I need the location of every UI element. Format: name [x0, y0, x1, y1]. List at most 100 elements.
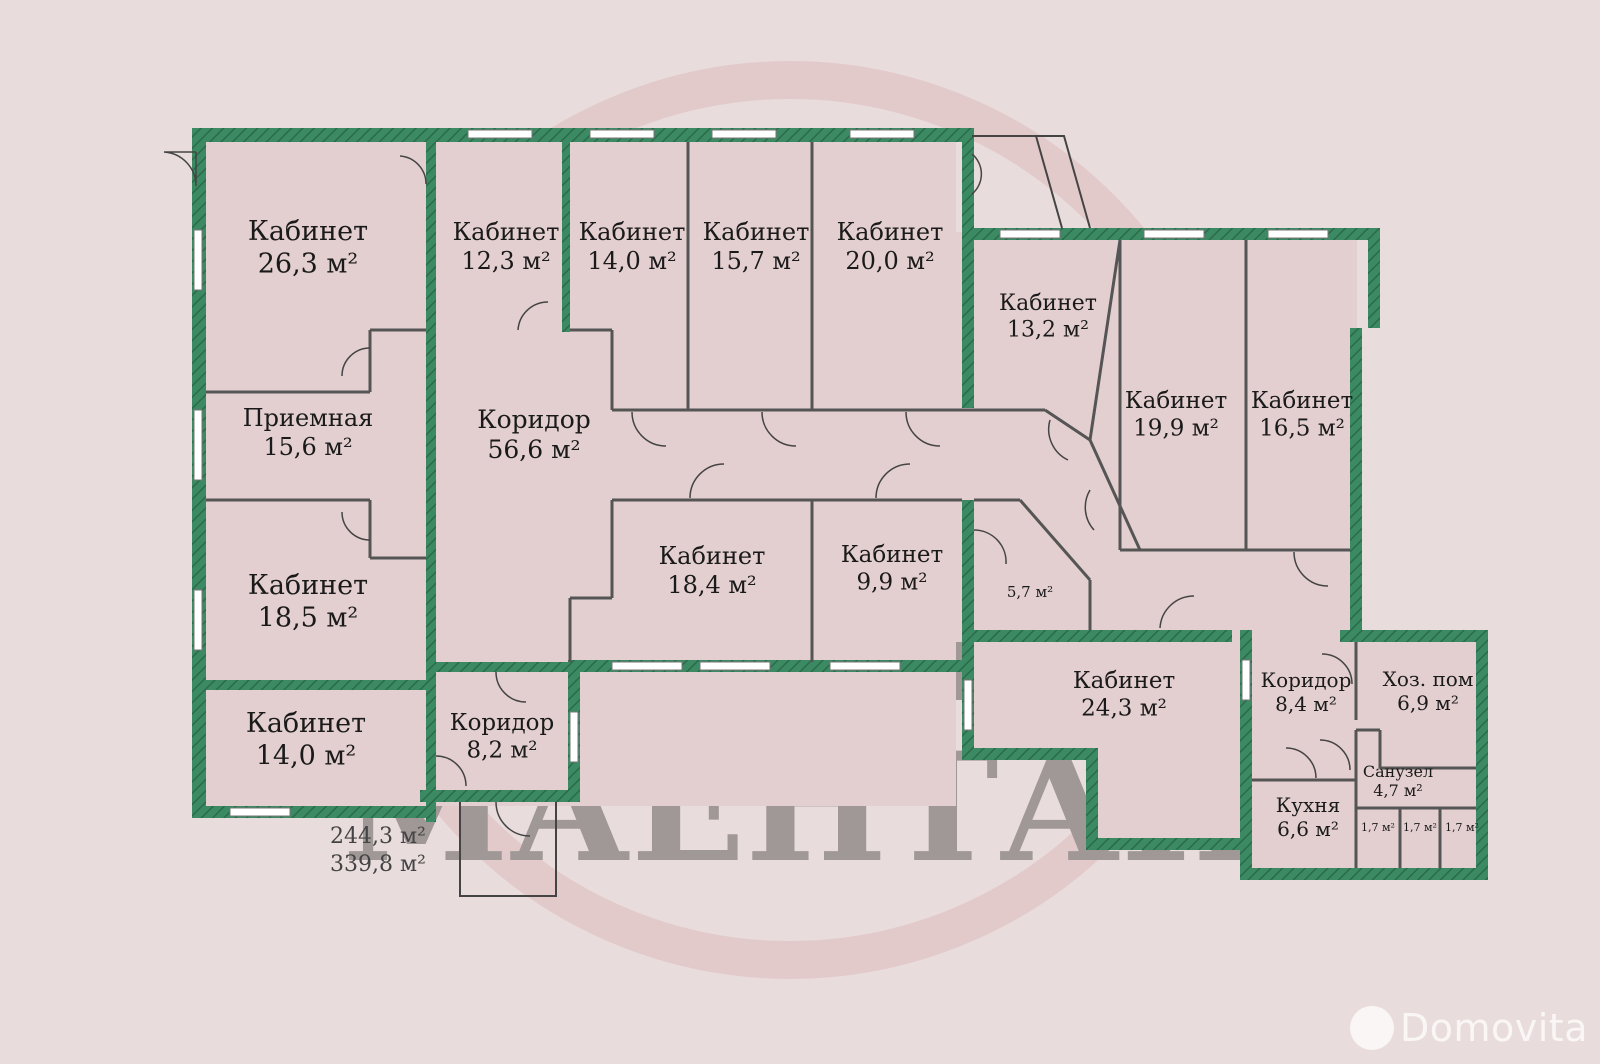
- room-area: 14,0 м²: [587, 247, 676, 275]
- room-area: 4,7 м²: [1373, 781, 1422, 800]
- room-name: Кабинет: [1073, 668, 1175, 694]
- room-name: Хоз. пом: [1383, 667, 1474, 691]
- room-name: Коридор: [477, 405, 591, 434]
- room-name: Кабинет: [248, 216, 368, 247]
- wall-service-south: [1240, 868, 1488, 880]
- door-arc-9: [689, 463, 725, 499]
- room-name: Кабинет: [659, 542, 766, 570]
- room-name: Кухня: [1276, 793, 1340, 817]
- door-arc-5: [341, 511, 371, 541]
- room-fills: [196, 136, 1484, 875]
- fill-office-24: [966, 630, 1244, 845]
- room-label-r24: 1,7 м²: [1445, 821, 1479, 834]
- wall-interior-3: [562, 142, 570, 332]
- room-name: Санузел: [1363, 762, 1433, 781]
- room-area: 18,4 м²: [667, 571, 756, 599]
- door-arc-12: [1084, 489, 1095, 531]
- room-area: 5,7 м²: [1007, 583, 1053, 601]
- door-arc-16: [1321, 653, 1353, 685]
- total-area-overall: 339,8 м²: [330, 852, 426, 877]
- room-name: Коридор: [1261, 668, 1352, 692]
- door-arc-8: [905, 411, 941, 447]
- room-name: Кабинет: [579, 218, 686, 246]
- room-name: Кабинет: [999, 291, 1097, 316]
- watermark-text: Domovita: [1399, 1006, 1588, 1050]
- total-areas: 244,3 м² 339,8 м²: [330, 823, 426, 879]
- room-name: Кабинет: [246, 708, 366, 739]
- wall-east-2: [1350, 328, 1362, 638]
- wall-interior-1: [426, 142, 436, 822]
- room-area: 12,3 м²: [461, 247, 550, 275]
- partitions: [206, 142, 1476, 868]
- room-area: 1,7 м²: [1445, 821, 1479, 834]
- wall-interior-2: [196, 680, 432, 690]
- room-name: Приемная: [243, 404, 374, 432]
- watermark: Domovita: [1349, 1006, 1588, 1050]
- wall-west-block-east: [962, 128, 974, 408]
- door-arc-21: [495, 801, 531, 837]
- wall-office-24-sw: [962, 748, 1098, 760]
- door-arc-14: [1159, 595, 1195, 629]
- room-label-r23: 1,7 м²: [1403, 821, 1437, 834]
- room-area: 6,6 м²: [1277, 817, 1339, 841]
- wall-service-north: [1340, 630, 1488, 642]
- fill-east-block: [955, 232, 1357, 642]
- room-area: 24,3 м²: [1081, 696, 1167, 722]
- fill-service-block: [1244, 630, 1484, 875]
- wall-office-24-north: [962, 630, 1232, 642]
- door-arc-19: [495, 671, 527, 703]
- room-label-r13: 5,7 м²: [1007, 583, 1053, 601]
- windows: [193, 129, 1329, 817]
- wall-east-south-part: [962, 500, 974, 650]
- room-name: Кабинет: [453, 218, 560, 246]
- room-area: 26,3 м²: [258, 248, 359, 279]
- total-area-living: 244,3 м²: [330, 824, 426, 849]
- room-area: 6,9 м²: [1397, 691, 1459, 715]
- room-label-r22: 1,7 м²: [1361, 821, 1395, 834]
- room-name: Кабинет: [248, 570, 368, 601]
- door-arc-13: [973, 529, 1007, 565]
- room-area: 8,2 м²: [467, 738, 538, 764]
- door-arc-22: [971, 153, 983, 195]
- room-area: 16,5 м²: [1259, 416, 1345, 442]
- room-name: Кабинет: [1125, 388, 1227, 414]
- room-name: Кабинет: [837, 218, 944, 246]
- entrance-porch: [459, 135, 1091, 897]
- room-area: 1,7 м²: [1403, 821, 1437, 834]
- wall-north: [192, 128, 972, 142]
- door-arc-1: [163, 151, 197, 187]
- wall-south-west: [192, 806, 430, 818]
- door-arc-15: [1293, 551, 1329, 587]
- door-arc-20: [435, 755, 467, 787]
- door-arc-2: [399, 155, 427, 185]
- wall-office-24-south: [1086, 838, 1246, 850]
- door-arc-3: [517, 301, 549, 331]
- door-arc-11: [1047, 419, 1069, 461]
- door-arc-6: [631, 411, 667, 447]
- wall-service-east: [1476, 630, 1488, 880]
- room-name: Кабинет: [841, 542, 943, 568]
- room-area: 13,2 м²: [1007, 317, 1089, 342]
- room-area: 14,0 м²: [256, 740, 357, 771]
- wall-south-corridor: [420, 790, 580, 802]
- room-name: Кабинет: [703, 218, 810, 246]
